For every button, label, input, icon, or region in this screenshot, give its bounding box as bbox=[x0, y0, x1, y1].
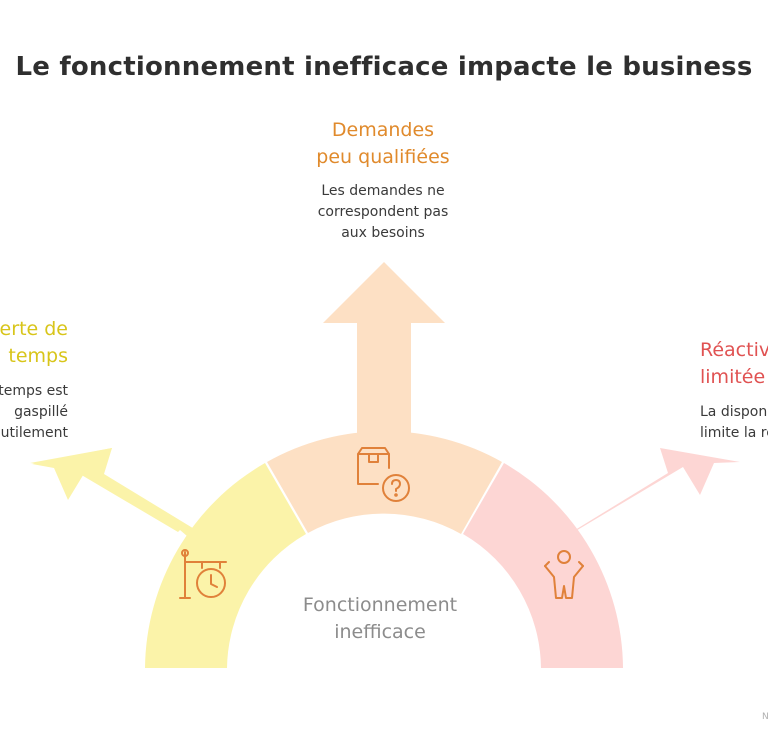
branch-right-heading: Réactivité limitée bbox=[700, 337, 768, 391]
diagram-title: Le fonctionnement inefficace impacte le … bbox=[15, 52, 753, 82]
branch-center-heading-line2: peu qualifiées bbox=[316, 146, 450, 168]
branch-right-desc-line1: La disponibilité bbox=[700, 404, 768, 420]
watermark: N bbox=[762, 712, 768, 722]
hub-label: Fonctionnement inefficace bbox=[250, 592, 510, 646]
branch-center-desc-line2: correspondent pas bbox=[317, 204, 449, 220]
right-arrow bbox=[562, 448, 740, 538]
branch-left-desc-line3: inutilement bbox=[0, 425, 68, 441]
branch-center-heading-line1: Demandes bbox=[331, 119, 435, 141]
branch-center-description: Les demandes ne correspondent pas aux be… bbox=[283, 181, 483, 244]
branch-left-description: Le temps est gaspillé inutilement bbox=[0, 381, 68, 444]
left-arrow-body bbox=[32, 448, 204, 540]
box-question-icon bbox=[357, 447, 410, 502]
branch-left-heading-line2: temps bbox=[8, 345, 68, 367]
branch-right-heading-line1: Réactivité bbox=[700, 339, 768, 361]
branch-right-description: La disponibilité limite la réactivité bbox=[700, 402, 768, 444]
branch-left-heading: Perte de temps bbox=[0, 316, 68, 370]
hub-label-line1: Fonctionnement bbox=[302, 594, 458, 616]
branch-center-heading: Demandes peu qualifiées bbox=[283, 117, 483, 171]
branch-right-heading-line2: limitée bbox=[700, 366, 766, 388]
branch-left-desc-line2: gaspillé bbox=[14, 404, 68, 420]
clock-sign-icon bbox=[179, 549, 227, 599]
branch-right-desc-line2: limite la réactivité bbox=[700, 425, 768, 441]
branch-center-desc-line1: Les demandes ne bbox=[321, 183, 445, 199]
branch-left-desc-line1: Le temps est bbox=[0, 383, 68, 399]
person-arms-up-icon bbox=[544, 550, 584, 599]
left-arrow bbox=[30, 448, 235, 560]
branch-left-heading-line1: Perte de bbox=[0, 318, 68, 340]
branch-center-desc-line3: aux besoins bbox=[341, 225, 425, 241]
center-arrow bbox=[323, 262, 445, 437]
arc-segment-left bbox=[145, 463, 306, 668]
arc-segment-right bbox=[463, 463, 623, 668]
hub-label-line2: inefficace bbox=[334, 621, 426, 643]
